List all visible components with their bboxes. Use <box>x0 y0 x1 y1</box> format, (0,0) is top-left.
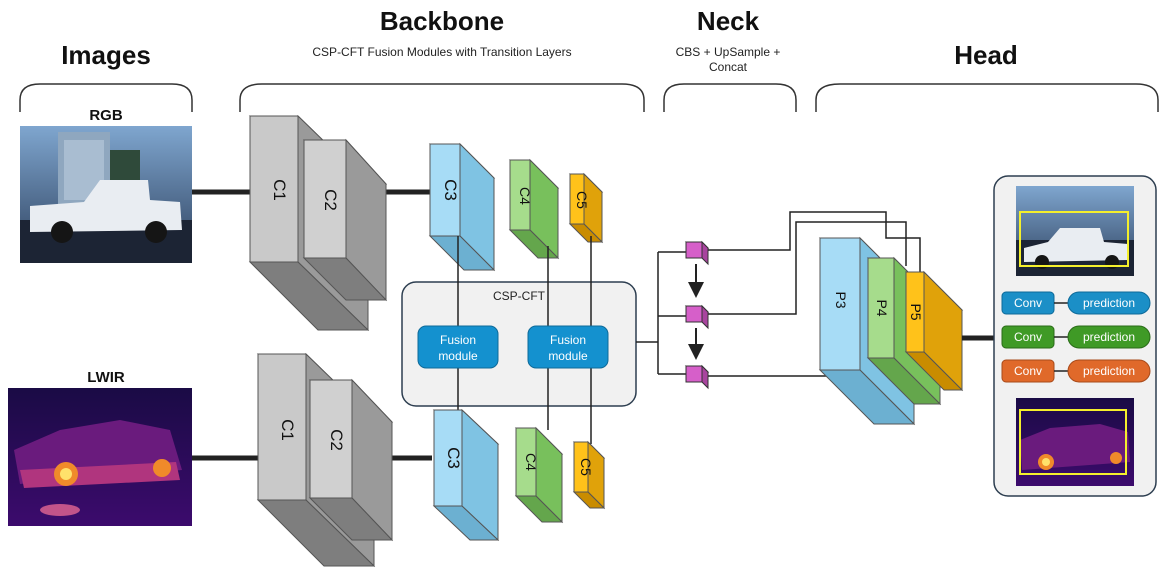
rgb-label: RGB <box>89 107 123 124</box>
rgb-c4-block <box>508 158 560 260</box>
lwir-c5-label: C5 <box>578 458 594 476</box>
head-row-1-pred: prediction <box>1083 296 1135 310</box>
head-row-3-conv: Conv <box>1014 364 1042 378</box>
neck-bracket <box>663 83 797 112</box>
neck-subtitle-line2: Concat <box>709 60 748 74</box>
lwir-c5-block <box>572 440 606 510</box>
fusion-module-2: Fusion module <box>527 325 609 369</box>
lwir-c1-label: C1 <box>278 419 297 441</box>
csp-to-neck-link <box>636 251 686 375</box>
p5-block <box>904 270 964 392</box>
backbone-subtitle: CSP-CFT Fusion Modules with Transition L… <box>312 45 571 59</box>
rgb-c5-label: C5 <box>574 191 590 209</box>
lwir-c4-label: C4 <box>523 453 539 471</box>
head-row-1: Conv prediction <box>1001 291 1151 315</box>
neck-title: Neck <box>697 6 760 36</box>
neck-node-2 <box>684 304 710 330</box>
lwir-c4-block <box>514 426 564 524</box>
fusion-module-2-line2: module <box>548 349 588 363</box>
rgb-c2-label: C2 <box>321 189 340 211</box>
lwir-label: LWIR <box>87 369 125 386</box>
neck-subtitle-line1: CBS + UpSample + <box>676 45 781 59</box>
images-title: Images <box>61 40 151 70</box>
rgb-c3-label: C3 <box>441 179 460 201</box>
rgb-c2-block <box>302 138 388 302</box>
fusion-module-1-line2: module <box>438 349 478 363</box>
backbone-bracket <box>239 83 645 112</box>
head-row-2-conv: Conv <box>1014 330 1042 344</box>
fusion-module-1-line1: Fusion <box>440 333 476 347</box>
head-title: Head <box>954 40 1018 70</box>
lwir-c2-label: C2 <box>327 429 346 451</box>
lwir-image <box>8 388 192 526</box>
csp-cft-box <box>401 281 637 407</box>
head-bracket <box>815 83 1159 112</box>
lwir-c3-block <box>432 408 500 542</box>
head-row-2-pred: prediction <box>1083 330 1135 344</box>
lwir-c3-label: C3 <box>444 447 463 469</box>
head-row-3: Conv prediction <box>1001 359 1151 383</box>
neck-to-p4-link <box>708 221 907 315</box>
head-lwir-output <box>1016 398 1134 486</box>
head-lwir-bbox <box>1019 409 1127 475</box>
head-row-1-conv: Conv <box>1014 296 1042 310</box>
backbone-title: Backbone <box>380 6 504 36</box>
head-row-3-pred: prediction <box>1083 364 1135 378</box>
neck-node-1 <box>684 240 710 266</box>
lwir-c2-block <box>308 378 394 542</box>
head-row-2: Conv prediction <box>1001 325 1151 349</box>
neck-to-p5-link <box>708 211 921 272</box>
rgb-c5-block <box>568 172 604 244</box>
rgb-image <box>20 126 192 263</box>
p3-label: P3 <box>833 291 849 308</box>
rgb-c1-label: C1 <box>270 179 289 201</box>
head-rgb-output <box>1016 186 1134 276</box>
fusion-module-1: Fusion module <box>417 325 499 369</box>
p5-label: P5 <box>908 303 924 320</box>
rgb-c3-block <box>428 142 496 272</box>
rgb-c4-label: C4 <box>517 187 533 205</box>
fusion-module-2-line1: Fusion <box>550 333 586 347</box>
csp-cft-title: CSP-CFT <box>493 289 546 303</box>
neck-node-3 <box>684 364 710 390</box>
images-bracket <box>19 83 193 112</box>
head-rgb-bbox <box>1019 211 1129 267</box>
p4-label: P4 <box>874 299 890 316</box>
